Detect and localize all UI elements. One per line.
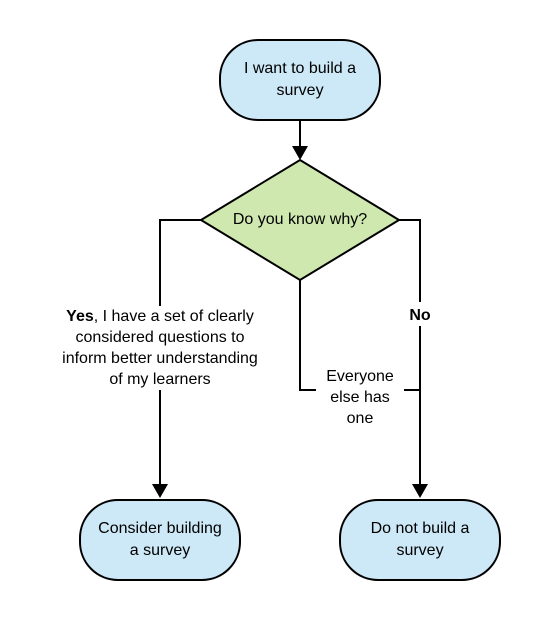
consider-node-text: Consider building a survey [80, 500, 240, 580]
arrowhead-decision [292, 146, 308, 160]
edge-yes-to-consider [159, 219, 201, 488]
donot-node-line-1: Do not build a [370, 520, 470, 537]
start-node-line-2: survey [276, 82, 324, 99]
decision-node [199, 158, 401, 282]
arrowhead-donot [412, 484, 428, 498]
donot-node-text: Do not build a survey [340, 500, 500, 580]
yes-edge-label: Yes, I have a set of clearly considered … [40, 306, 280, 390]
consider-node [79, 499, 241, 581]
donot-node-line-2: survey [396, 542, 444, 559]
no-label: No [409, 307, 431, 324]
edge-no-to-donot [399, 219, 421, 488]
yes-label-line-2: considered questions to [75, 329, 245, 346]
yes-label-line-4: of my learners [109, 371, 211, 388]
no-label-mask [405, 302, 435, 326]
yes-label-line-3: inform better understanding [62, 350, 258, 367]
start-node [219, 39, 381, 121]
everyone-label-line-3: one [346, 410, 374, 427]
consider-node-line-2: a survey [129, 542, 191, 559]
everyone-label-line-2: else has [330, 389, 390, 406]
start-node-line-1: I want to build a [243, 60, 357, 77]
consider-node-line-1: Consider building [98, 520, 222, 537]
everyone-edge-label: Everyone else has one [316, 366, 404, 429]
decision-node-text: Do you know why? [201, 205, 399, 235]
yes-label-line-1: Yes, I have a set of clearly [40, 306, 280, 327]
yes-label-bold: Yes [66, 308, 94, 325]
arrowhead-consider [152, 484, 168, 498]
yes-label-line-1-rest: , I have a set of clearly [93, 308, 254, 325]
donot-node [339, 499, 501, 581]
decision-node-line-1: Do you know why? [232, 211, 368, 228]
start-node-text: I want to build a survey [220, 40, 380, 120]
everyone-label-line-1: Everyone [326, 368, 394, 385]
